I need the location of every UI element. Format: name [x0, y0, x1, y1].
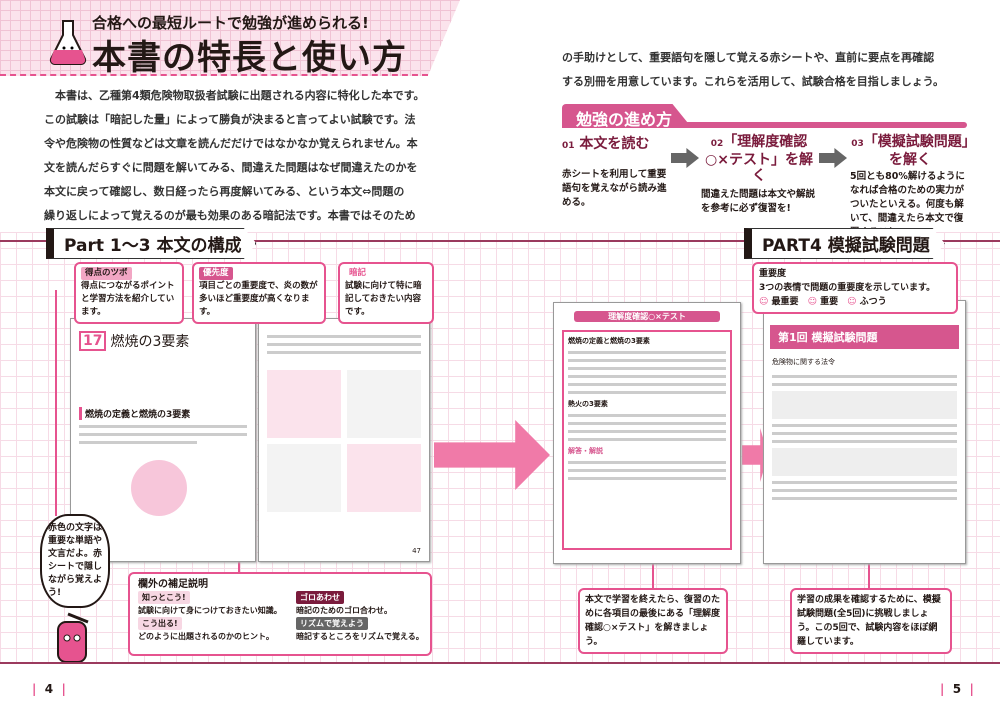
header-subtitle: 合格への最短ルートで勉強が進められる!	[92, 14, 369, 32]
header-divider	[0, 74, 428, 76]
step-1: 01 本文を読む 赤シートを利用して重要語句を覚えながら読み進める。	[562, 136, 667, 208]
callout-memorize: 暗記試験に向けて特に暗記しておきたい内容です。	[338, 262, 434, 324]
page-title: 本書の特長と使い方	[92, 38, 407, 78]
face-icon: ☺	[759, 297, 769, 307]
intro-line: この試験は「暗記した量」によって勝負が決まると言ってよい試験です。法	[44, 113, 416, 126]
intro-right: の手助けとして、重要語句を隠して覚える赤シートや、直前に要点を再確認 する別冊を…	[562, 46, 974, 94]
section-title: 燃焼の定義と燃焼の3要素	[79, 407, 247, 420]
part4-label: PART4 模擬試験問題	[744, 228, 945, 259]
face-icon: ☺	[847, 297, 857, 307]
connector	[55, 290, 57, 516]
intro-line: 本文に戻って確認し、数日経ったら再度解いてみる、という本文⇔問題の	[44, 185, 405, 198]
intro-line: する別冊を用意しています。これらを活用して、試験合格を目指しましょう。	[562, 75, 945, 88]
illustration	[131, 460, 187, 516]
page-number-right: | 5 |	[940, 682, 974, 696]
intro-line: 文を読んだらすぐに問題を解いてみる、間違えた問題はなぜ間違えたのかを	[44, 161, 418, 174]
intro-line: の手助けとして、重要語句を隠して覚える赤シートや、直前に要点を再確認	[562, 51, 935, 64]
mock-exam-page: 第1回 模擬試験問題 危険物に関する法令	[763, 300, 966, 564]
face-icon: ☺	[807, 297, 817, 307]
intro-line: 繰り返しによって覚えるのが最も効果のある暗記法です。本書ではそのため	[44, 209, 416, 222]
intro-left: 本書は、乙種第4類危険物取扱者試験に出題される内容に特化した本です。 この試験は…	[44, 84, 456, 228]
exam-question: 危険物に関する法令	[772, 358, 835, 366]
sample-page-right: 47	[258, 318, 430, 562]
exam-title: 第1回 模擬試験問題	[770, 325, 959, 349]
extinguisher-mascot-icon	[57, 612, 89, 662]
flask-mascot-icon	[49, 20, 87, 65]
divider	[0, 662, 1000, 664]
callout-importance: 重要度 3つの表情で問題の重要度を示しています。 ☺ 最重要 ☺ 重要 ☺ ふつ…	[752, 262, 958, 314]
page-number: 47	[412, 547, 421, 555]
answer-heading: 解答・解説	[568, 447, 603, 455]
callout-priority: 優先度項目ごとの重要度で、炎の数が多いほど重要度が高くなります。	[192, 262, 326, 324]
step-2: 02「理解度確認○×テスト」を解く 間違えた問題は本文や解説を参考に必ず復習を!	[701, 134, 816, 214]
study-heading: 勉強の進め方	[562, 104, 967, 128]
test-page: 理解度確認○×テスト 燃焼の定義と燃焼の3要素 熱火の3要素 解答・解説	[553, 302, 741, 564]
arrow-right-icon	[819, 148, 847, 168]
step-3: 03「模擬試験問題」を解く 5回とも80%解けるようになれば合格のための実力がつ…	[850, 134, 969, 238]
arrow-right-icon	[671, 148, 699, 168]
item-number: 17	[79, 331, 107, 351]
callout-test: 本文で学習を終えたら、復習のために各項目の最後にある「理解度確認○×テスト」を解…	[578, 588, 728, 654]
page-number-left: | 4 |	[32, 682, 66, 696]
intro-line: 本書は、乙種第4類危険物取扱者試験に出題される内容に特化した本です。	[55, 89, 425, 102]
divider	[0, 240, 1000, 242]
margin-notes: 欄外の補足説明 知っとこう!試験に向けて身につけておきたい知識。 ゴロあわせ暗記…	[128, 572, 432, 656]
test-section: 燃焼の定義と燃焼の3要素	[568, 337, 650, 345]
item-title: 燃焼の3要素	[110, 334, 190, 350]
part13-label: Part 1〜3 本文の構成	[46, 228, 257, 259]
intro-line: 令や危険物の性質などは文章を読んだだけではなかなか覚えられません。本	[44, 137, 418, 150]
test-header: 理解度確認○×テスト	[574, 311, 720, 322]
callout-tokuten: 得点のツボ得点につながるポイントと学習方法を紹介しています。	[74, 262, 184, 324]
callout-mock: 学習の成果を確認するために、模擬試験問題(全5回)に挑戦しましょう。この5回で、…	[790, 588, 952, 654]
speech-bubble: 赤色の文字は重要な単語や文言だよ。赤シートで隠しながら覚えよう!	[40, 514, 110, 608]
test-section: 熱火の3要素	[568, 400, 608, 408]
